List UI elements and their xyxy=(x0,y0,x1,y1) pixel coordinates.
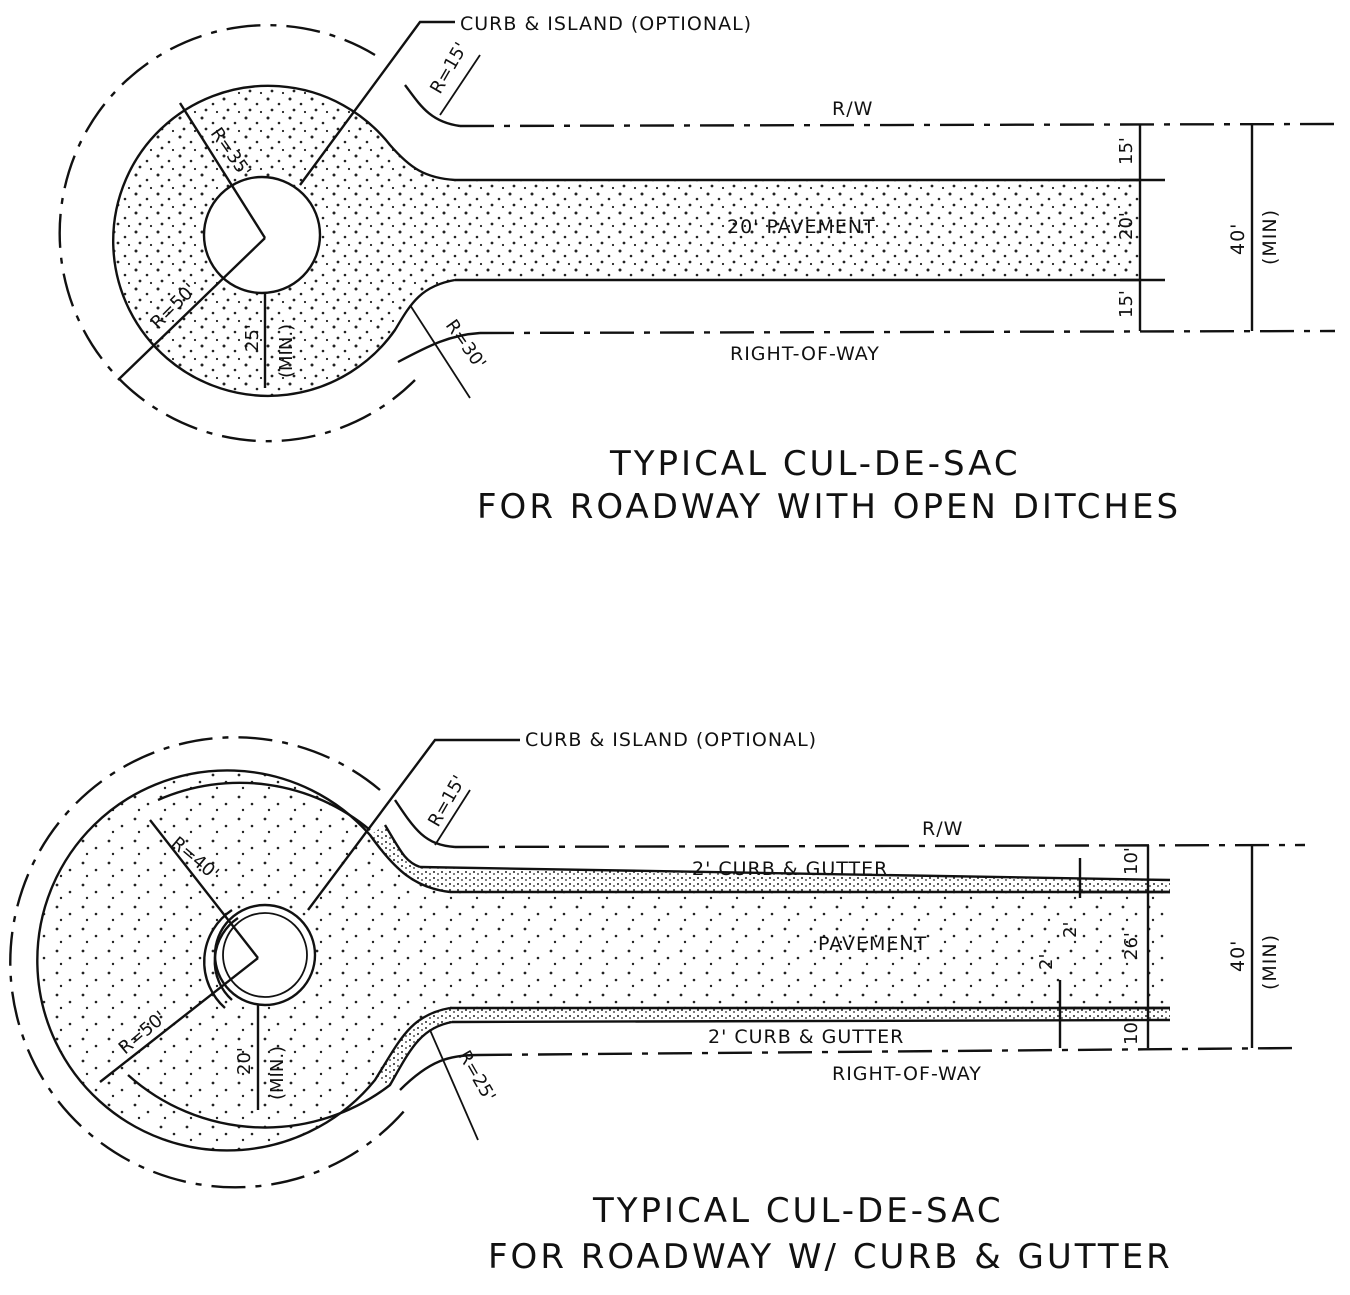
rw-line-bottom-1 xyxy=(479,329,1336,335)
pavement-area-1 xyxy=(113,85,1141,396)
d25-label-1: 25' xyxy=(242,324,263,352)
right-of-way-fillet-2b xyxy=(399,1053,479,1091)
d20-label-2: 20' xyxy=(234,1047,255,1075)
r30-leader-1 xyxy=(409,304,471,399)
r15-leader-1 xyxy=(439,54,481,116)
right-of-way-fillet-1b xyxy=(397,331,481,364)
curb-curve-inner-2c xyxy=(127,1020,453,1129)
cul-de-sac-curb-gutter xyxy=(9,736,1306,1189)
curb-bottom-label-2: 2' CURB & GUTTER xyxy=(708,1026,904,1048)
right-of-way-arc-1 xyxy=(58,24,416,443)
radius-line-50-2 xyxy=(99,957,259,1083)
w26-label-2: 26' xyxy=(1121,932,1142,960)
title-2-line1: TYPICAL CUL-DE-SAC xyxy=(592,1191,1004,1231)
pavement-area-2 xyxy=(37,770,1171,1151)
center-island-2 xyxy=(213,903,317,1007)
radius-line-50-1 xyxy=(117,237,266,381)
min-label-1: (MIN.) xyxy=(276,324,297,378)
curb-island-label-1: CURB & ISLAND (OPTIONAL) xyxy=(460,13,752,35)
curb-top-label-2: 2' CURB & GUTTER xyxy=(692,858,888,880)
rw-line-bottom-2 xyxy=(477,1046,1301,1057)
island-arcs-2 xyxy=(203,909,239,1009)
r25-leader-2 xyxy=(429,1029,479,1141)
curb-band-bottom-2 xyxy=(375,1008,1170,1085)
curb-island-leader-2 xyxy=(307,738,520,911)
right-of-way-label-2: RIGHT-OF-WAY xyxy=(832,1063,982,1085)
cul-de-sac-open-ditches xyxy=(58,20,1336,443)
pavement-edge-1 xyxy=(455,178,1140,282)
w2b-label-2: 2' xyxy=(1036,954,1057,970)
rw-label-1: R/W xyxy=(832,98,873,120)
right-of-way-label-1: RIGHT-OF-WAY xyxy=(730,343,880,365)
w10a-label-2: 10' xyxy=(1121,847,1142,875)
curb-island-label-2: CURB & ISLAND (OPTIONAL) xyxy=(525,729,817,751)
w40min-label-1: (MIN) xyxy=(1259,209,1281,265)
pavement-label-2: PAVEMENT xyxy=(818,933,927,955)
r15-leader-2 xyxy=(434,789,471,846)
center-island-2-inner xyxy=(222,912,308,998)
curb-edges-2 xyxy=(419,865,1171,1024)
right-of-way-fillet-2 xyxy=(394,799,456,849)
title-2-line2: FOR ROADWAY W/ CURB & GUTTER xyxy=(488,1237,1173,1277)
pavement-label-1: 20' PAVEMENT xyxy=(727,216,876,238)
w20-label-1: 20' xyxy=(1116,212,1137,240)
w40-label-2: 40' xyxy=(1227,940,1249,972)
rw-label-2: R/W xyxy=(922,818,963,840)
min-label-2: (MIN.) xyxy=(267,1046,288,1100)
w15b-label-1: 15' xyxy=(1116,290,1137,318)
curb-island-leader-1 xyxy=(299,20,455,186)
title-1-line2: FOR ROADWAY WITH OPEN DITCHES xyxy=(477,487,1181,527)
w2a-label-2: 2' xyxy=(1060,922,1081,938)
radius-line-40-2 xyxy=(149,819,259,959)
w10b-label-2: 10' xyxy=(1121,1017,1142,1045)
rw-line-top-1 xyxy=(459,122,1336,128)
curb-band-top-2 xyxy=(370,825,1170,892)
right-of-way-arc-2 xyxy=(9,736,406,1189)
radius-line-35-1 xyxy=(178,102,267,239)
right-of-way-fillet-1 xyxy=(404,84,461,128)
dim-lines-right-1 xyxy=(1120,124,1254,331)
curb-curve-inner-2b xyxy=(157,781,371,831)
dim-lines-right-2 xyxy=(1058,845,1254,1048)
title-1-line1: TYPICAL CUL-DE-SAC xyxy=(609,444,1021,484)
rw-line-top-2 xyxy=(454,843,1306,849)
w40min-label-2: (MIN) xyxy=(1259,934,1281,990)
w40-label-1: 40' xyxy=(1227,223,1249,255)
curb-curve-outer-2 xyxy=(383,824,421,869)
r15-label-1: R=15' xyxy=(426,39,472,98)
w15a-label-1: 15' xyxy=(1116,137,1137,165)
